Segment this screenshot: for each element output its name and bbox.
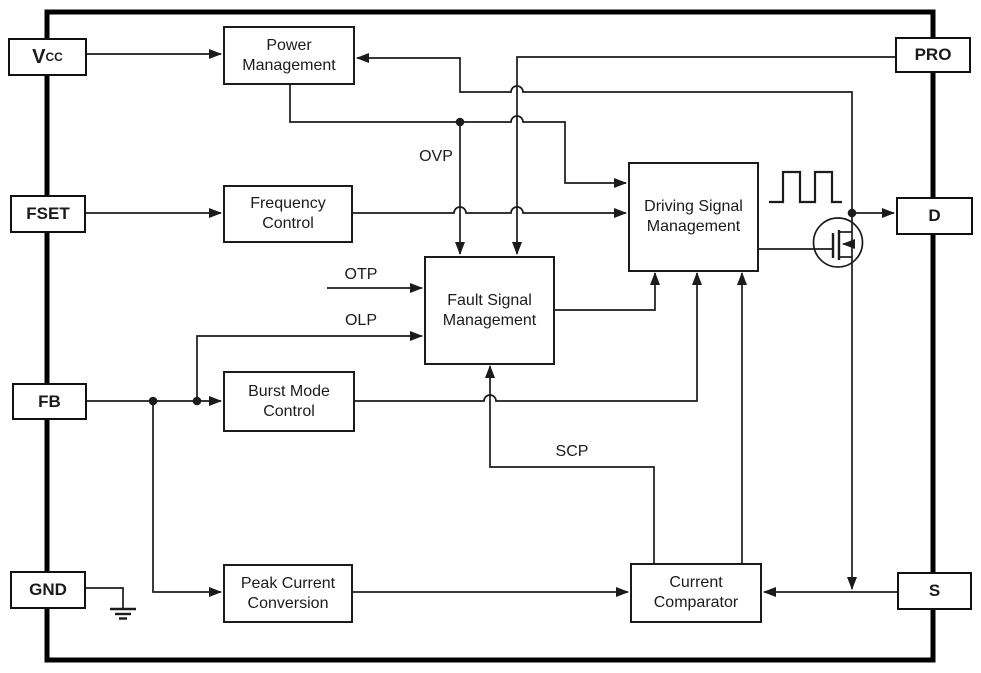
block-driving-signal-management: Driving Signal Management <box>628 162 759 272</box>
pin-fset: FSET <box>10 195 86 233</box>
junction-dot-fb-1 <box>148 396 158 406</box>
block-burst-mode-control: Burst Mode Control <box>223 371 355 432</box>
pin-d: D <box>896 197 973 235</box>
block-driving-signal-management-label: Driving Signal Management <box>644 198 743 235</box>
block-current-comparator-label: Current Comparator <box>653 574 739 611</box>
wire-drain-feedback-to-power-management <box>356 53 853 213</box>
pin-pro: PRO <box>895 37 971 73</box>
block-power-management-label: Power Management <box>242 36 336 74</box>
square-wave-icon <box>769 170 842 204</box>
mosfet-icon <box>759 217 864 268</box>
junction-dot-drain <box>847 208 857 218</box>
junction-dot-fb-2 <box>192 396 202 406</box>
signal-label-ovp: OVP <box>419 148 453 165</box>
pin-d-label: D <box>928 206 941 225</box>
signal-label-scp: SCP <box>555 443 589 460</box>
wire-ovp-power-management-to-driving-signal-management <box>289 85 627 188</box>
signal-label-otp: OTP <box>344 266 378 283</box>
wire-fault-signal-to-driving-signal-management <box>554 272 660 311</box>
block-peak-current-conversion-label: Peak Current Conversion <box>240 574 336 612</box>
pin-gnd: GND <box>10 571 86 609</box>
pin-pro-label: PRO <box>914 45 952 64</box>
block-burst-mode-control-label: Burst Mode Control <box>248 382 330 420</box>
block-fault-signal-management-label: Fault Signal Management <box>442 291 537 329</box>
pin-s-label: S <box>928 581 941 600</box>
ic-outer-border <box>44 9 936 663</box>
wire-fb-to-peak-current-conversion <box>152 401 222 597</box>
block-peak-current-conversion: Peak Current Conversion <box>223 564 353 623</box>
pin-vcc-subscript: CC <box>45 50 63 64</box>
pin-gnd-label: GND <box>29 580 67 599</box>
block-frequency-control: Frequency Control <box>223 185 353 243</box>
signal-label-olp: OLP <box>344 312 377 329</box>
block-current-comparator: Current Comparator <box>630 563 762 623</box>
pin-fb: FB <box>12 383 87 420</box>
block-power-management: Power Management <box>223 26 355 85</box>
junction-dot-ovp <box>455 117 465 127</box>
pin-vcc-label: V <box>32 45 46 68</box>
wire-pro-to-fault-signal-management <box>512 56 895 255</box>
pin-fset-label: FSET <box>26 204 70 223</box>
wire-scp-to-fault-signal-management <box>485 365 655 563</box>
pin-s: S <box>897 572 972 610</box>
wire-olp-to-fault-signal-management <box>196 331 423 401</box>
pin-fb-label: FB <box>38 391 61 411</box>
ground-symbol <box>86 587 136 620</box>
wire-burst-mode-to-driving-signal-management <box>355 272 702 402</box>
block-fault-signal-management: Fault Signal Management <box>424 256 555 365</box>
wire-frequency-control-to-driving-signal-management <box>353 206 627 218</box>
block-frequency-control-label: Frequency Control <box>250 195 326 232</box>
